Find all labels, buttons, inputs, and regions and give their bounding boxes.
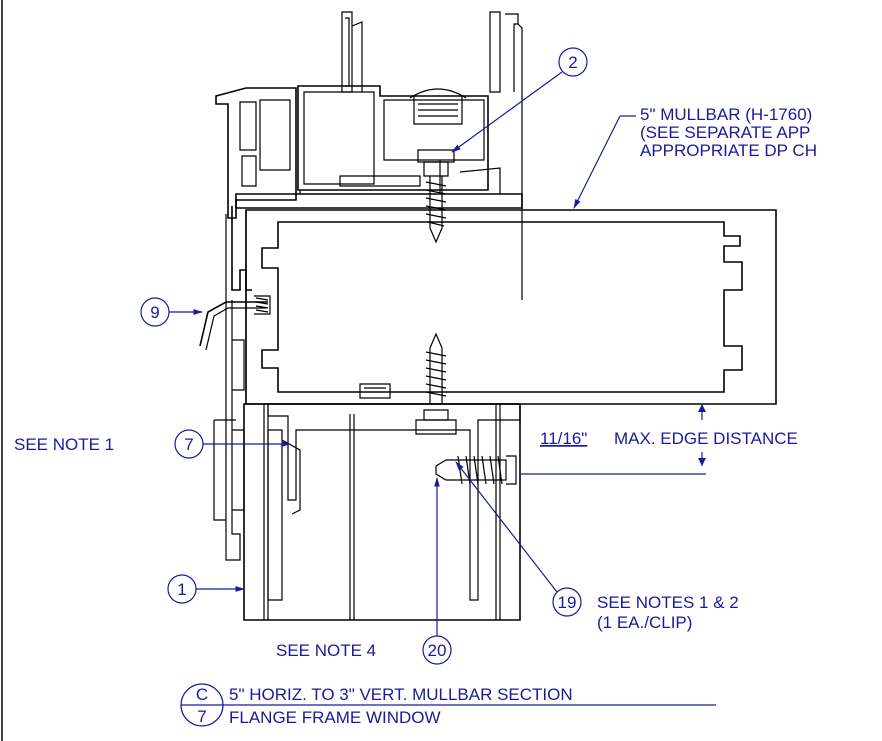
callout-2-label: 2: [568, 53, 577, 72]
callout-mullbar: 5" MULLBAR (H-1760) (SEE SEPARATE APP AP…: [573, 105, 817, 209]
section-sheet: 7: [197, 707, 206, 726]
section-title: 5" HORIZ. TO 3" VERT. MULLBAR SECTION: [229, 685, 573, 704]
section-title-block: C 7 5" HORIZ. TO 3" VERT. MULLBAR SECTIO…: [180, 683, 716, 727]
callout-19-label: 19: [558, 593, 577, 612]
callout-20: SEE NOTE 4 20: [276, 477, 452, 665]
section-subtitle: FLANGE FRAME WINDOW: [229, 708, 441, 727]
see-note-4-label: SEE NOTE 4: [276, 641, 376, 660]
screw-19: [435, 455, 517, 485]
screw-lower: [415, 332, 457, 435]
clip-9: [199, 295, 271, 351]
see-notes-1-2-line2: (1 EA./CLIP): [597, 613, 692, 632]
gasket-block: [359, 383, 391, 399]
section-letter: C: [196, 685, 208, 704]
see-notes-1-2-line1: SEE NOTES 1 & 2: [597, 593, 739, 612]
callout-2: 2: [451, 47, 588, 153]
mullbar-note-line1: 5" MULLBAR (H-1760): [640, 105, 812, 124]
callout-1: 1: [167, 574, 245, 604]
callout-20-label: 20: [428, 641, 447, 660]
mullbar-note-line2: (SEE SEPARATE APP: [640, 123, 810, 142]
edge-distance-text: MAX. EDGE DISTANCE: [614, 429, 798, 448]
callout-9: 9: [140, 297, 203, 327]
callout-7: SEE NOTE 1 7: [14, 429, 291, 459]
edge-distance-dimension: [520, 404, 706, 475]
mullbar-3in: [243, 403, 521, 621]
edge-distance-value: 11/16": [540, 429, 587, 448]
callout-7-label: 7: [184, 435, 193, 454]
window-frame-extrusion: [215, 11, 523, 300]
mullbar-5in: [245, 209, 777, 405]
mullbar-note-line3: APPROPRIATE DP CH: [640, 141, 817, 160]
callout-19: 19 SEE NOTES 1 & 2 (1 EA./CLIP): [455, 461, 739, 632]
callout-9-label: 9: [150, 303, 159, 322]
see-note-1-label: SEE NOTE 1: [14, 435, 114, 454]
callout-1-label: 1: [177, 580, 186, 599]
screw-2: [417, 149, 455, 244]
